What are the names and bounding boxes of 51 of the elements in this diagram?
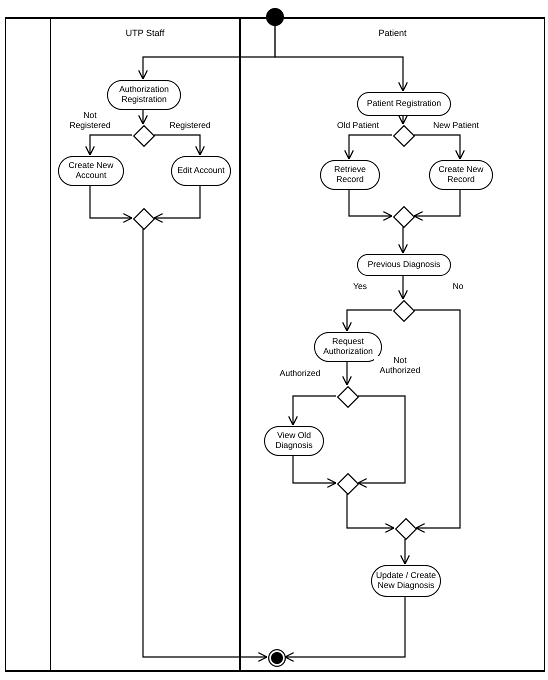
activity-node: Request Authorization <box>314 332 382 362</box>
decision-diamond <box>395 518 417 540</box>
activity-node: Patient Registration <box>357 92 451 116</box>
activity-node: Create New Record <box>429 160 493 190</box>
arrow <box>348 189 393 222</box>
decision-diamond <box>337 386 359 408</box>
decision-diamond <box>133 125 155 147</box>
activity-node: Previous Diagnosis <box>357 254 451 276</box>
decision-diamond <box>337 473 359 495</box>
activity-node: Retrieve Record <box>320 160 380 190</box>
activity-node: Edit Account <box>171 156 231 186</box>
arrow <box>342 361 352 386</box>
edge-label: Registered <box>169 121 211 131</box>
arrow <box>84 134 132 156</box>
decision-diamond <box>133 208 155 230</box>
decision-diamond <box>393 125 415 147</box>
edge-label: New Patient <box>433 121 479 131</box>
edge-label: Authorized <box>280 369 320 379</box>
arrow <box>342 309 392 332</box>
edge-label: Old Patient <box>336 121 380 131</box>
arrow <box>89 185 133 224</box>
arrow <box>274 26 408 92</box>
start-node <box>266 8 284 26</box>
decision-diamond <box>393 206 415 228</box>
arrow <box>398 275 408 300</box>
arrow <box>414 134 466 160</box>
end-node <box>268 649 286 667</box>
arrow <box>138 109 148 125</box>
arrow <box>288 395 336 426</box>
arrow <box>357 395 406 488</box>
activity-node: Authorization Registration <box>107 80 181 110</box>
arrow <box>398 114 408 125</box>
arrow <box>142 229 268 662</box>
arrow <box>413 189 461 222</box>
arrow <box>292 455 337 488</box>
activity-node: View Old Diagnosis <box>264 426 324 456</box>
lane-heading: Patient <box>377 28 408 38</box>
decision-diamond <box>393 300 415 322</box>
arrow <box>346 494 395 534</box>
arrow <box>414 309 461 534</box>
edge-label: Yes <box>353 282 367 292</box>
activity-node: Create New Account <box>58 156 124 186</box>
lane-heading: UTP Staff <box>124 28 166 38</box>
edge-label: No <box>452 282 464 292</box>
activity-node: Update / Create New Diagnosis <box>371 565 441 597</box>
arrow <box>284 596 406 662</box>
arrow <box>398 227 408 254</box>
arrow <box>154 134 206 156</box>
arrow <box>153 185 201 224</box>
arrow <box>344 134 392 160</box>
arrow <box>400 539 410 565</box>
